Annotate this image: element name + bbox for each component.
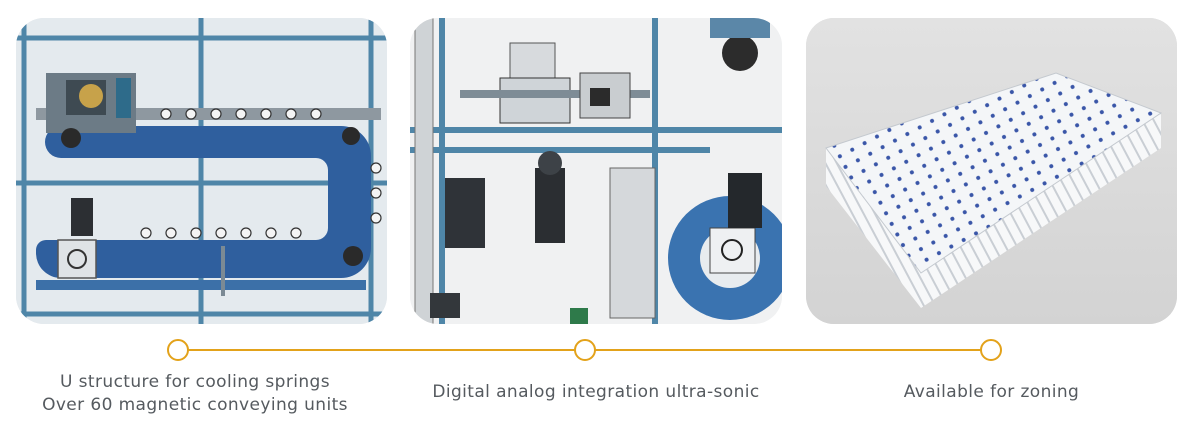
pocket-spring-image — [806, 18, 1177, 324]
caption-line: Available for zoning — [903, 382, 1080, 402]
timeline-node — [167, 339, 189, 361]
u-structure-conveyor-machine-drawing-icon — [16, 18, 387, 324]
conveyor-machine-image — [16, 18, 387, 324]
caption-zoning: Available for zoning — [806, 381, 1177, 404]
caption-u-structure: U structure for cooling springs Over 60 … — [20, 371, 370, 417]
caption-ultrasonic: Digital analog integration ultra-sonic — [410, 381, 782, 404]
timeline-node — [574, 339, 596, 361]
caption-line: U structure for cooling springs — [60, 372, 330, 392]
timeline-node — [980, 339, 1002, 361]
caption-line: Digital analog integration ultra-sonic — [432, 382, 760, 402]
ultrasonic-welding-unit-drawing-icon — [410, 18, 782, 324]
ultrasonic-unit-image — [410, 18, 782, 324]
pocket-spring-unit-photo-icon — [806, 18, 1177, 324]
caption-line: Over 60 magnetic conveying units — [42, 395, 348, 415]
